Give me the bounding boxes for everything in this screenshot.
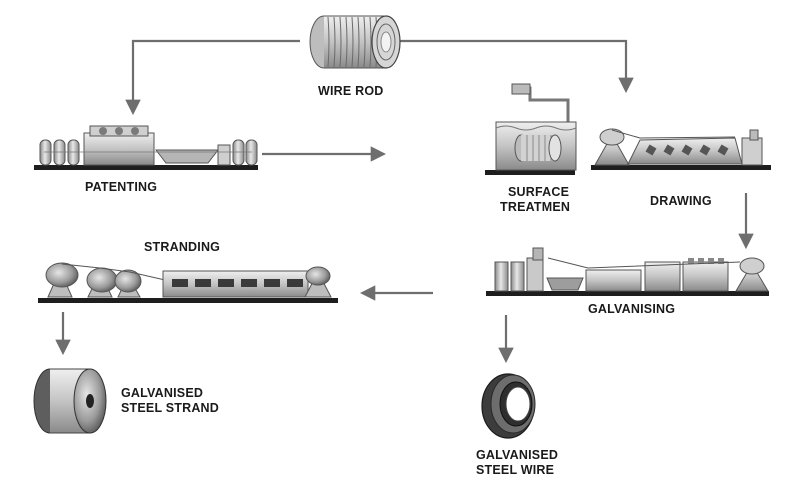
labels: WIRE ROD PATENTING SURFACE TREATMEN DRAW… <box>85 84 712 477</box>
label-patenting: PATENTING <box>85 180 157 194</box>
arrow-wirerod-to-surface <box>398 39 634 94</box>
wire-coil <box>481 373 536 439</box>
patenting-machine <box>34 125 258 170</box>
surface-treatment-tank <box>485 83 577 175</box>
wire-rod-coil <box>309 15 401 69</box>
stranding-line <box>38 262 338 303</box>
strand-drum <box>33 368 107 434</box>
label-surface-line2: TREATMEN <box>500 200 570 214</box>
label-wire-line1: GALVANISED <box>476 448 558 462</box>
label-wire-rod: WIRE ROD <box>318 84 384 98</box>
flow-arrows <box>55 39 754 364</box>
drawing-machine <box>591 128 771 170</box>
label-galvanising: GALVANISING <box>588 302 675 316</box>
label-wire-line2: STEEL WIRE <box>476 463 554 477</box>
galvanising-line <box>486 247 769 296</box>
arrow-wirerod-to-patenting <box>125 39 300 116</box>
label-stranding: STRANDING <box>144 240 220 254</box>
label-strand-line2: STEEL STRAND <box>121 401 219 415</box>
label-drawing: DRAWING <box>650 194 712 208</box>
label-surface-line1: SURFACE <box>508 185 569 199</box>
label-strand-line1: GALVANISED <box>121 386 203 400</box>
